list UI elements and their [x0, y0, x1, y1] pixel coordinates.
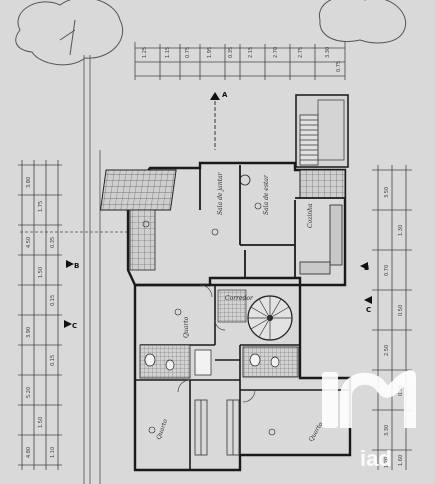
dim-top-9: 3.30	[325, 47, 331, 58]
room-marker-icon	[174, 308, 182, 316]
dim-right-4: 0.50	[398, 305, 404, 316]
room-marker-icon	[142, 220, 150, 228]
section-mark-c-right: C	[364, 296, 372, 314]
iad-watermark-logo: iad	[322, 370, 416, 471]
left-dimension-labels: 3.80 1.75 4.50 0.35 1.50 0.15 3.90 0.15 …	[26, 177, 56, 458]
dim-left-7: 3.90	[26, 327, 32, 338]
dim-left-9: 5.20	[26, 387, 32, 398]
left-dimension-chain	[18, 160, 62, 470]
tree-left-icon	[15, 0, 123, 66]
dim-right-5: 2.50	[384, 345, 390, 356]
dim-left-10: 1.50	[38, 417, 44, 428]
dim-top-5: 0.35	[228, 47, 234, 58]
dim-left-12: 1.10	[50, 447, 56, 458]
bathroom-fixtures	[144, 349, 280, 376]
section-label-a: A	[222, 91, 228, 99]
window-mark-icon	[239, 174, 251, 186]
section-mark-c-left: C	[64, 320, 77, 330]
dim-left-6: 0.15	[50, 295, 56, 306]
dim-right-3: 0.70	[384, 265, 390, 276]
section-mark-b-left: B	[66, 260, 79, 270]
dim-top-3: 0.75	[185, 47, 191, 58]
dim-right-2: 1.30	[398, 225, 404, 236]
top-dimension-labels: 1.25 1.15 0.75 1.95 0.35 2.15 2.70 2.75 …	[142, 47, 342, 72]
terrace-tiles-right	[299, 169, 346, 199]
spiral-stair	[247, 295, 293, 341]
dim-right-9: 1.20	[384, 457, 390, 468]
door-swings	[177, 284, 256, 403]
section-label-b-right: B	[364, 264, 369, 272]
kitchen-counters	[299, 204, 343, 275]
dim-right-1: 3.50	[384, 187, 390, 198]
room-cozinha: Cozinha	[307, 203, 314, 228]
dim-left-2: 1.75	[38, 201, 44, 212]
dim-top-1: 1.25	[142, 47, 148, 58]
dim-right-8: 1.60	[398, 455, 404, 466]
dim-top-8: 2.75	[298, 47, 304, 58]
iad-watermark-text: iad	[360, 446, 392, 471]
lower-block-walls	[133, 283, 352, 472]
room-sala-estar: Sala de estar	[263, 174, 270, 215]
section-label-c-right: C	[366, 306, 371, 314]
dim-left-11: 4.80	[26, 447, 32, 458]
dim-top-7: 2.70	[273, 47, 279, 58]
room-marker-icon	[211, 228, 219, 236]
room-quarto-1: Quarto	[183, 316, 190, 338]
room-sala-jantar: Sala de jantar	[217, 171, 224, 215]
dim-left-1: 3.80	[26, 177, 32, 188]
tree-right-icon	[319, 0, 407, 44]
dim-left-8: 0.15	[50, 355, 56, 366]
dim-top-6: 2.15	[248, 47, 254, 58]
dim-left-3: 4.50	[26, 237, 32, 248]
room-marker-icon	[268, 428, 276, 436]
dim-right-7: 3.30	[384, 425, 390, 436]
dim-top-10: 0.75	[336, 61, 342, 72]
hall-tiles	[217, 289, 247, 323]
room-marker-icon	[148, 426, 156, 434]
site-lines	[20, 55, 130, 484]
dim-left-4: 0.35	[50, 237, 56, 248]
room-marker-icon	[254, 202, 262, 210]
top-dimension-chain	[134, 42, 346, 80]
room-corredor: Corredor	[225, 295, 254, 302]
terrace-tiles-side	[129, 209, 156, 271]
dim-left-5: 1.50	[38, 267, 44, 278]
section-mark-a: A	[210, 91, 228, 150]
section-label-c-left: C	[72, 322, 77, 330]
dim-right-6: 0.75	[398, 385, 404, 396]
dim-top-2: 1.15	[165, 47, 171, 58]
terrace-tiles-left	[99, 169, 177, 211]
wardrobes	[194, 399, 240, 456]
dim-top-4: 1.95	[207, 47, 213, 58]
right-dimension-labels: 3.50 1.30 0.70 0.50 2.50 0.75 3.30 1.60 …	[384, 187, 404, 468]
exterior-stair	[295, 94, 349, 168]
section-mark-b-right: B	[360, 262, 369, 272]
section-label-b-left: B	[74, 262, 79, 270]
